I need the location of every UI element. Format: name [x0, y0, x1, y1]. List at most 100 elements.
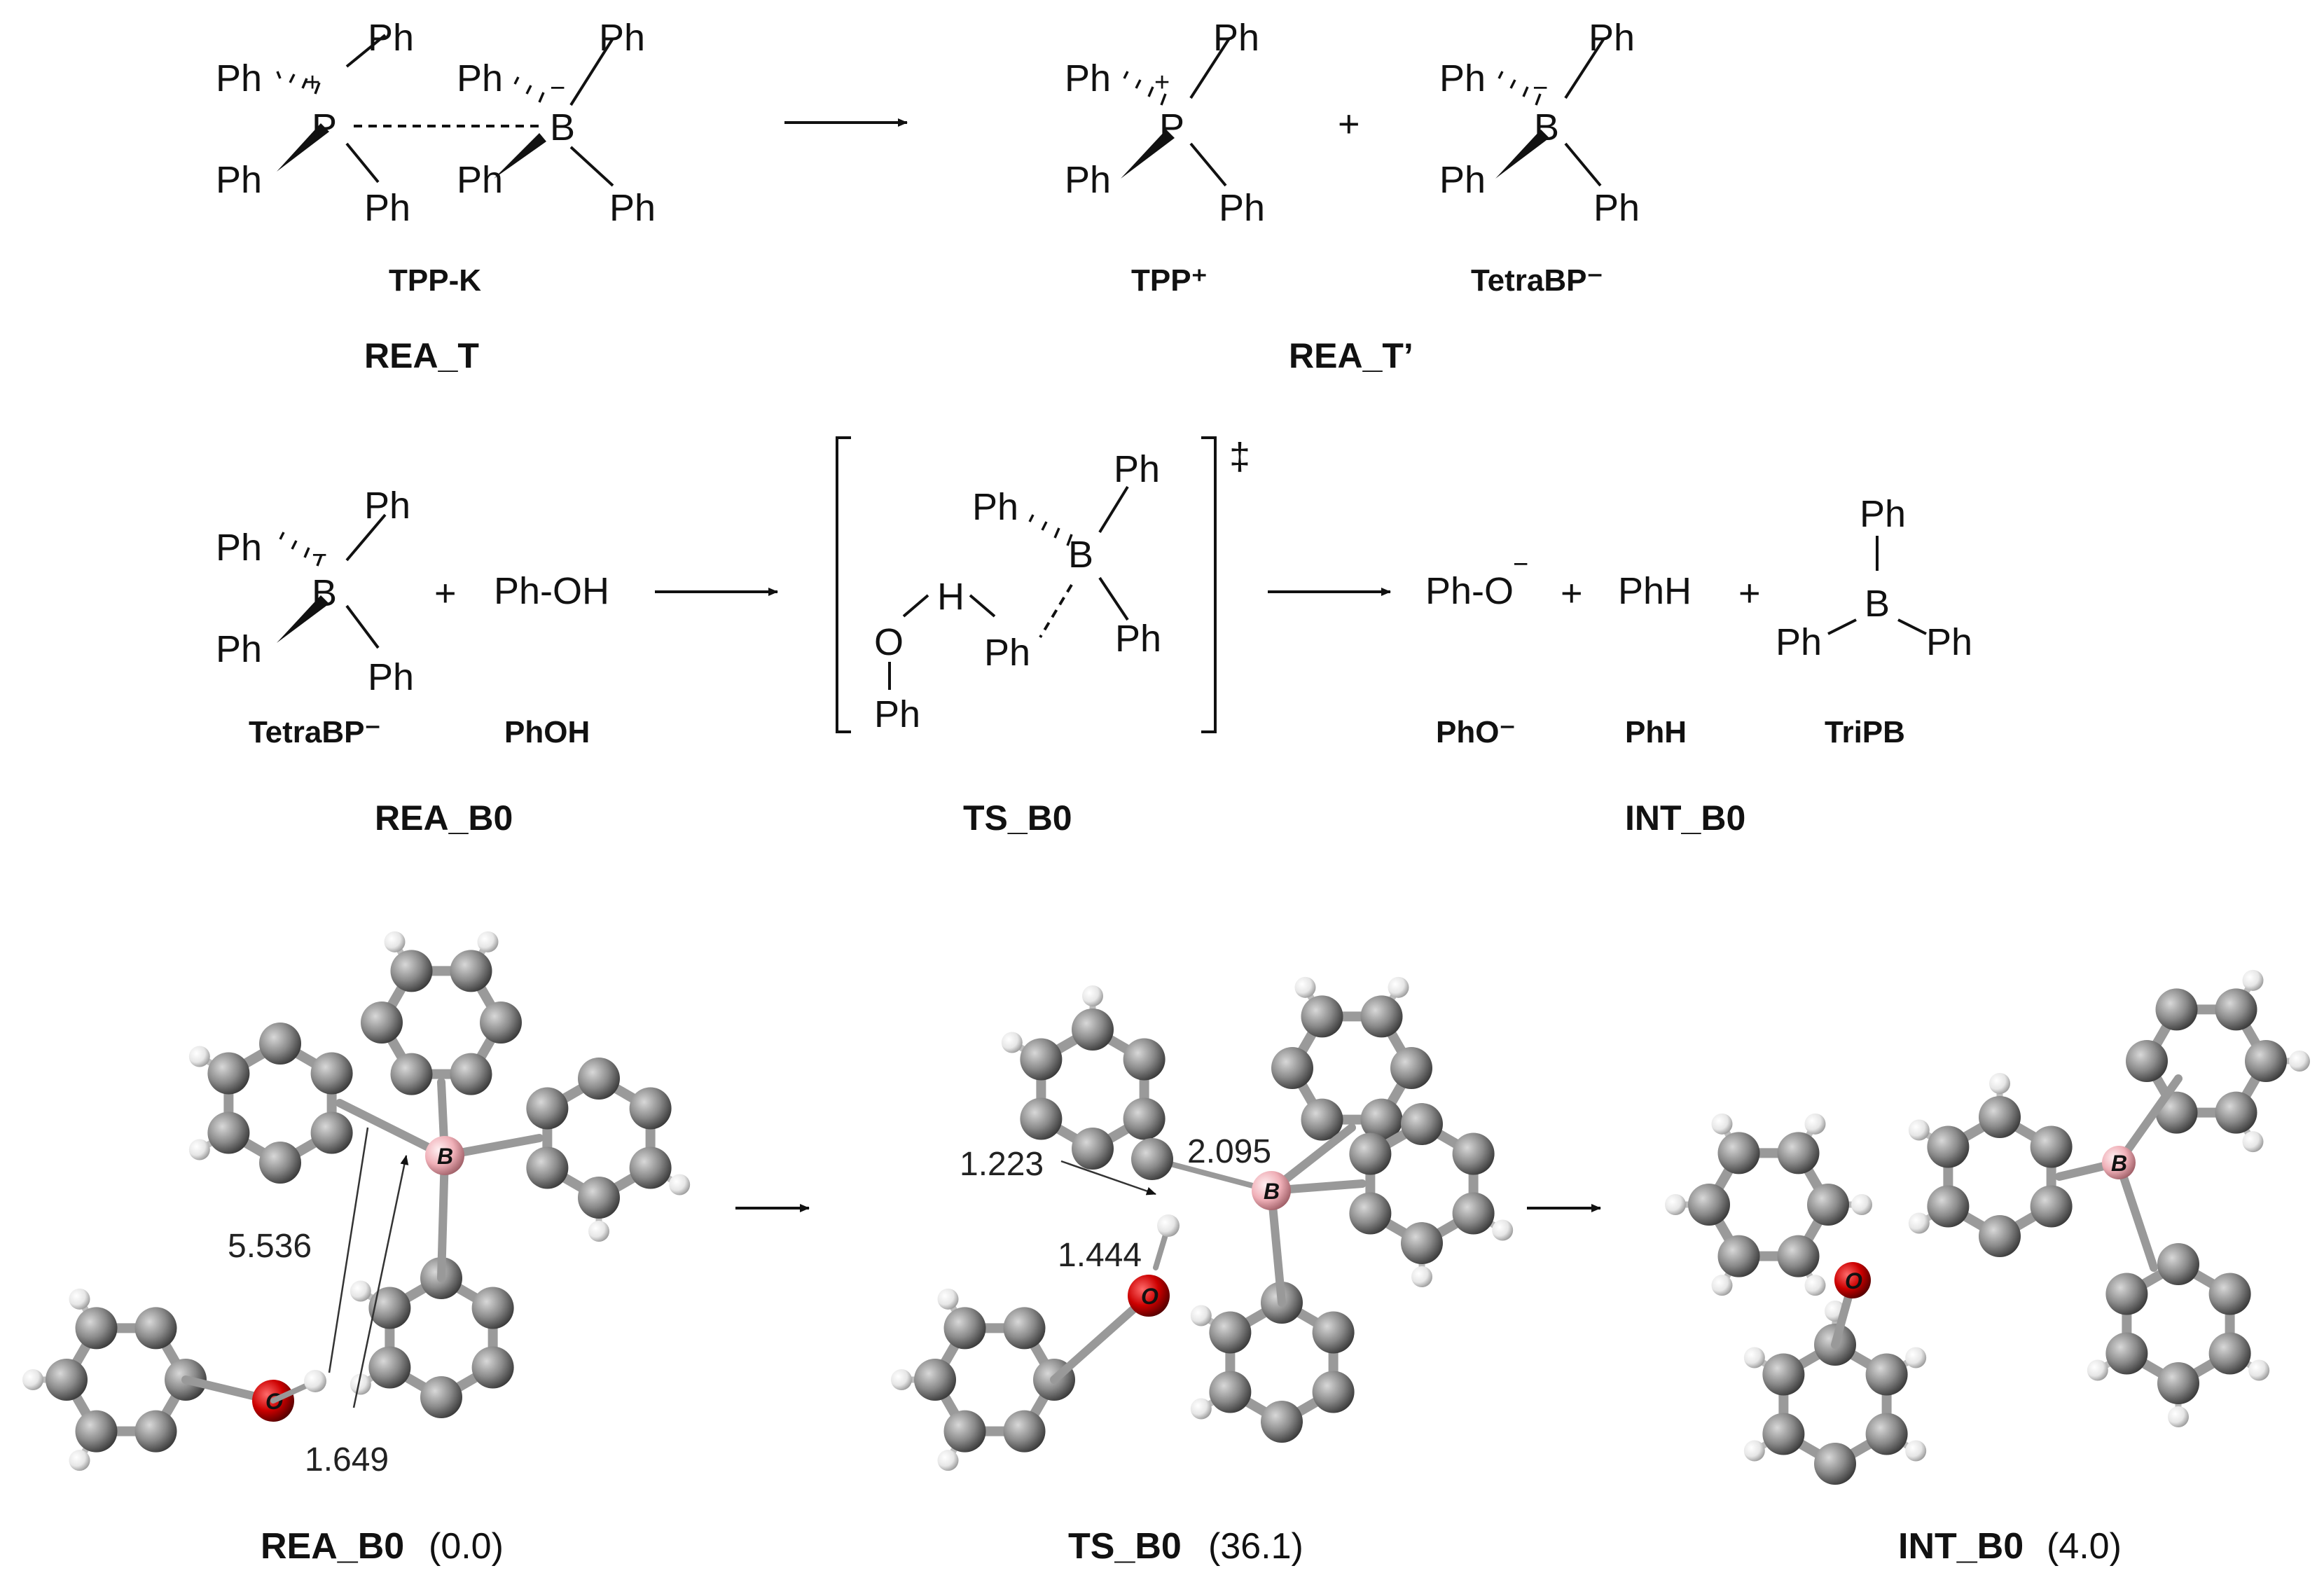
tetrabp-structure-1: Ph Ph Ph Ph B − TetraBP⁻: [1439, 17, 1640, 298]
carbon-atom: [1271, 1047, 1313, 1089]
tetrabp-1-charge: −: [1533, 74, 1548, 103]
carbon-atom: [450, 950, 492, 992]
hydrogen-atom: [69, 1288, 90, 1310]
ts-ph-oxygen: Ph: [874, 693, 920, 735]
hydrogen-atom: [1665, 1194, 1686, 1215]
hydrogen-atom: [1743, 1440, 1765, 1462]
hydrogen-atom: [477, 931, 499, 952]
ts-distance-arrow: [1060, 1160, 1156, 1196]
tpp-k-b-atom: B: [550, 106, 575, 148]
rea-distance-2: 1.649: [305, 1441, 389, 1478]
carbon-atom: [1360, 1098, 1403, 1141]
ts-bracket-right: [1201, 436, 1217, 733]
rea-t-label: REA_T: [364, 336, 479, 375]
ts-ph-right: Ph: [1115, 618, 1161, 660]
tpp-k-ph-bottom: Ph: [364, 187, 410, 229]
hydrogen-atom: [1804, 1275, 1826, 1296]
carbon-atom: [361, 1002, 403, 1044]
int-b0-label: INT_B0: [1625, 798, 1745, 838]
reaction-2-plus-3: +: [1738, 572, 1761, 614]
ts-transfer-hydrogen: [1157, 1214, 1180, 1237]
carbon-atom: [2208, 1273, 2251, 1315]
hydrogen-atom: [937, 1450, 959, 1471]
carbon-atom: [2215, 988, 2257, 1031]
hydrogen-atom: [1989, 1073, 2010, 1094]
tpp-k-structure: Ph Ph Ph Ph P + Ph Ph Ph Ph B − TPP-K RE…: [216, 17, 656, 375]
ts-b0-3d-model: OB: [891, 976, 1514, 1471]
carbon-atom: [2155, 988, 2198, 1031]
hydrogen-atom: [2242, 969, 2264, 991]
hydrogen-atom: [891, 1369, 912, 1390]
tetrabp-1-name: TetraBP⁻: [1471, 263, 1603, 298]
ts-distance-1: 1.223: [960, 1146, 1044, 1183]
tetrabp-1-ph-left: Ph: [1439, 57, 1486, 99]
int-b0-caption-name: INT_B0: [1898, 1526, 2024, 1567]
carbon-atom: [1979, 1215, 2021, 1257]
bond: [2115, 1074, 2183, 1167]
carbon-atom: [2126, 1040, 2168, 1082]
hydrogen-atom: [350, 1280, 371, 1302]
carbon-atom: [1717, 1235, 1760, 1277]
tetrabp-1-ph-lower-left: Ph: [1439, 159, 1486, 201]
carbon-atom: [1301, 995, 1343, 1038]
hydrogen-atom: [1743, 1347, 1765, 1368]
tetrabp-2-charge: −: [312, 541, 327, 570]
reaction-2-plus-2: +: [1561, 572, 1583, 614]
hydrogen-atom: [1411, 1266, 1432, 1287]
tripb-ph-top: Ph: [1860, 493, 1906, 535]
bond: [437, 1151, 449, 1282]
rea-b0-caption-name: REA_B0: [261, 1526, 404, 1567]
hydrogen-atom: [1294, 976, 1316, 998]
tetrabp-2-ph-top: Ph: [364, 485, 410, 527]
tetrabp-2-ph-bottom: Ph: [368, 656, 414, 698]
carbon-atom: [1777, 1235, 1820, 1277]
carbon-atom: [1123, 1097, 1166, 1140]
carbon-atom: [1777, 1132, 1820, 1174]
carbon-atom: [1003, 1307, 1046, 1350]
rea-b0-annotations: 5.536 1.649: [228, 1127, 409, 1478]
carbon-atom: [1349, 1132, 1392, 1175]
rea-hydroxyl-hydrogen: [304, 1370, 326, 1392]
carbon-atom: [259, 1142, 301, 1184]
tpp-k-p-atom: P: [312, 106, 337, 148]
carbon-atom: [1807, 1184, 1849, 1226]
ts-dagger: ‡: [1229, 436, 1250, 478]
hydrogen-atom: [69, 1450, 90, 1471]
tripb-ph-right: Ph: [1926, 621, 1972, 663]
carbon-atom: [1349, 1192, 1392, 1235]
reaction-1: Ph Ph Ph Ph P + Ph Ph Ph Ph B − TPP-K RE…: [216, 17, 1640, 375]
carbon-atom: [578, 1177, 620, 1219]
hydrogen-atom: [1001, 1032, 1023, 1053]
ts-b0-caption: TS_B0 (36.1): [1068, 1526, 1303, 1567]
carbon-atom: [1717, 1132, 1760, 1174]
tetrabp-2-ph-lower-left: Ph: [216, 628, 262, 670]
bond: [2115, 1158, 2158, 1272]
carbon-atom: [2105, 1273, 2148, 1315]
int-boron-atom-label: B: [2111, 1151, 2127, 1176]
ts-o-atom: O: [874, 621, 904, 663]
ts-distance-3: 1.444: [1058, 1237, 1142, 1274]
carbon-atom: [1209, 1311, 1252, 1354]
int-oxygen-atom: [1834, 1262, 1871, 1298]
carbon-atom: [1390, 1047, 1432, 1089]
hydrogen-atom: [1804, 1113, 1826, 1135]
hydrogen-atom: [188, 1139, 210, 1160]
carbon-atom: [1020, 1097, 1063, 1140]
carbon-atom: [420, 1376, 462, 1418]
carbon-atom: [471, 1287, 514, 1329]
carbon-atom: [2157, 1243, 2199, 1285]
benzene-name: PhH: [1625, 715, 1687, 749]
carbon-atom: [2245, 1040, 2287, 1082]
carbon-atom: [1979, 1096, 2021, 1138]
carbon-atom: [914, 1359, 956, 1401]
hydrogen-atom: [1905, 1347, 1927, 1368]
hydrogen-atom: [937, 1288, 959, 1310]
carbon-atom: [1762, 1413, 1805, 1455]
tetrabp-2-name: TetraBP⁻: [249, 715, 381, 749]
hydrogen-atom: [588, 1221, 609, 1242]
ts-ph-top-right: Ph: [1114, 448, 1160, 490]
carbon-atom: [1312, 1371, 1355, 1413]
tetrabp-1-b-atom: B: [1534, 106, 1559, 148]
tripb-b-atom: B: [1865, 583, 1890, 625]
